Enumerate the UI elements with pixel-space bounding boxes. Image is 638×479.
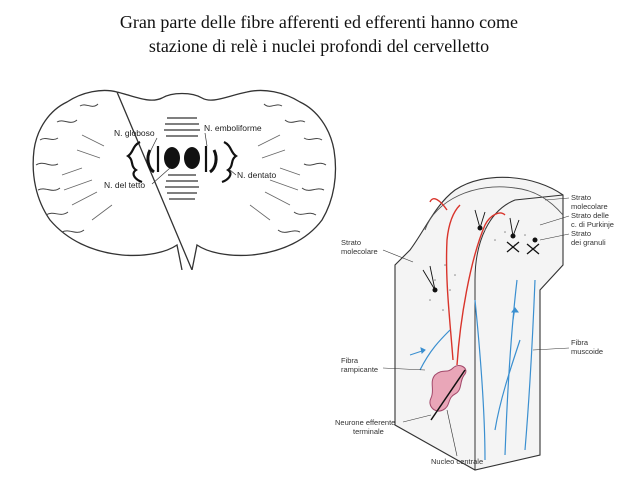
folia-right	[263, 103, 327, 233]
fiber-arrows	[409, 307, 519, 356]
fastigial-nucleus-left	[164, 147, 180, 169]
title-line-1: Gran parte delle fibre afferenti ed effe…	[119, 12, 519, 32]
label-fibra-muscoide-2: muscoide	[571, 347, 603, 356]
label-neurone-efferente-1: Neurone efferente	[335, 418, 395, 427]
label-n-globoso: N. globoso	[114, 128, 155, 138]
mossy-fibers	[419, 279, 536, 461]
basket-cells	[506, 241, 540, 255]
efferent-axon	[430, 369, 466, 421]
label-neurone-efferente-2: terminale	[353, 427, 384, 436]
label-n-emboliforme: N. emboliforme	[204, 123, 262, 133]
cerebellum-outline	[32, 89, 337, 270]
page-title: Gran parte delle fibre afferenti ed effe…	[0, 10, 638, 58]
label-strato-molecolare-top-2: molecolare	[571, 202, 608, 211]
label-strato-granuli-2: dei granuli	[571, 238, 606, 247]
globose-nucleus-left	[146, 149, 155, 174]
dentate-nucleus-left	[126, 141, 143, 184]
label-strato-purkinje-1: Strato delle	[571, 211, 609, 220]
label-strato-molecolare-left-1: Strato	[341, 238, 361, 247]
folia-right-inner	[249, 134, 301, 221]
nucleo-centrale-shape	[429, 365, 467, 412]
cerebellar-cortex-diagram: Strato molecolare Strato delle c. di Pur…	[335, 176, 614, 471]
purkinje-dendrites	[422, 209, 520, 291]
title-line-2: stazione di relè i nuclei profondi del c…	[148, 36, 490, 56]
label-fibra-rampicante-2: rampicante	[341, 365, 378, 374]
label-fibra-rampicante-1: Fibra	[341, 356, 359, 365]
label-n-del-tetto: N. del tetto	[104, 180, 145, 190]
label-n-dentato: N. dentato	[237, 170, 276, 180]
dentate-nucleus-right	[221, 141, 238, 184]
label-strato-granuli-1: Strato	[571, 229, 591, 238]
label-strato-purkinje-2: c. di Purkinje	[571, 220, 614, 229]
fastigial-nucleus-right	[184, 147, 200, 169]
vermis-lamellae	[164, 117, 200, 200]
cerebellum-section-diagram: N. globoso N. emboliforme N. del tetto N…	[32, 89, 337, 270]
folia-left-inner	[61, 134, 113, 221]
cortex-fold	[424, 186, 564, 231]
label-fibra-muscoide-1: Fibra	[571, 338, 589, 347]
cortex-block-front	[474, 194, 564, 470]
folia-left	[35, 103, 99, 233]
globose-nucleus-right	[209, 149, 218, 174]
label-strato-molecolare-left-2: molecolare	[341, 247, 378, 256]
label-strato-molecolare-top-1: Strato	[571, 193, 591, 202]
label-nucleo-centrale: Nucleo centrale	[431, 457, 483, 466]
cortex-block-outline	[394, 176, 564, 471]
climbing-fibers	[429, 198, 506, 366]
